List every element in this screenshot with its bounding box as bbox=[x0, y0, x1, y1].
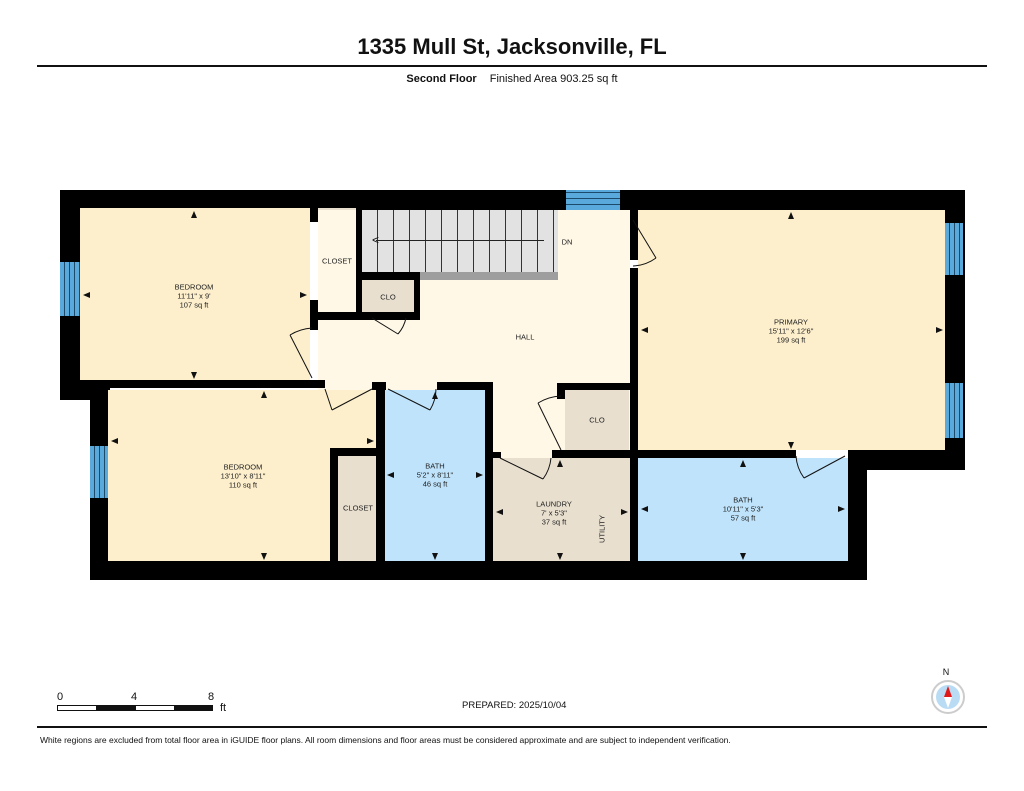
dimension-arrow-right-icon bbox=[300, 292, 307, 298]
dimension-arrow-down-icon bbox=[788, 442, 794, 449]
wall-int bbox=[80, 380, 325, 388]
compass-icon bbox=[931, 680, 965, 714]
label-bedroom-2: BEDROOM 13'10" x 8'11" 110 sq ft bbox=[220, 462, 266, 490]
window bbox=[60, 262, 80, 316]
label-hall: HALL bbox=[515, 332, 535, 342]
label-closet-2: CLOSET bbox=[342, 503, 374, 513]
dimension-arrow-right-icon bbox=[936, 327, 943, 333]
scale-label-4: 4 bbox=[131, 691, 138, 703]
wall-int bbox=[630, 210, 638, 260]
dimension-arrow-down-icon bbox=[740, 553, 746, 560]
dimension-arrow-right-icon bbox=[367, 438, 374, 444]
title-divider bbox=[37, 65, 987, 67]
room-bath-2 bbox=[638, 458, 848, 561]
wall-int bbox=[330, 448, 378, 456]
dimension-arrow-up-icon bbox=[191, 211, 197, 218]
compass-north-label: N bbox=[942, 667, 950, 677]
window bbox=[945, 223, 963, 275]
wall-right-step bbox=[848, 450, 965, 470]
wall-int bbox=[485, 382, 493, 562]
prepared-date: PREPARED: 2025/10/04 bbox=[462, 700, 567, 711]
label-laundry: LAUNDRY 7' x 5'3" 37 sq ft bbox=[536, 499, 572, 527]
wall-int bbox=[493, 452, 501, 458]
wall-int bbox=[376, 382, 385, 562]
floor-name: Second Floor bbox=[406, 73, 477, 85]
label-clo-1: CLO bbox=[380, 292, 396, 302]
room-clo-1 bbox=[362, 280, 414, 316]
stair-direction-line bbox=[376, 240, 544, 241]
wall-int bbox=[557, 383, 565, 399]
dimension-arrow-down-icon bbox=[557, 553, 563, 560]
wall-int bbox=[437, 382, 493, 390]
dimension-arrow-left-icon bbox=[111, 438, 118, 444]
label-primary: PRIMARY 15'11" x 12'6" 199 sq ft bbox=[768, 317, 814, 345]
wall-int bbox=[330, 450, 338, 562]
room-closet-2 bbox=[338, 456, 376, 561]
dimension-arrow-up-icon bbox=[740, 460, 746, 467]
stairs bbox=[362, 210, 558, 272]
dimension-arrow-up-icon bbox=[261, 391, 267, 398]
finished-area: Finished Area 903.25 sq ft bbox=[489, 73, 618, 85]
north-arrow-icon bbox=[944, 686, 952, 708]
dimension-arrow-left-icon bbox=[83, 292, 90, 298]
wall-int bbox=[630, 268, 638, 562]
dimension-arrow-left-icon bbox=[387, 472, 394, 478]
wall-int bbox=[356, 272, 420, 280]
dimension-arrow-left-icon bbox=[641, 506, 648, 512]
scale-label-0: 0 bbox=[57, 691, 64, 703]
room-clo-2 bbox=[565, 390, 629, 452]
stairs-edge bbox=[420, 272, 558, 280]
wall-top bbox=[60, 190, 965, 210]
dimension-arrow-down-icon bbox=[191, 372, 197, 379]
wall-int bbox=[414, 272, 420, 320]
label-closet-1: CLOSET bbox=[321, 256, 353, 266]
room-laundry bbox=[493, 458, 630, 561]
disclaimer: White regions are excluded from total fl… bbox=[40, 735, 731, 745]
wall-int bbox=[310, 312, 420, 320]
label-bath-2: BATH 10'11" x 5'3" 57 sq ft bbox=[722, 495, 764, 523]
label-bedroom-1: BEDROOM 11'11" x 9' 107 sq ft bbox=[174, 282, 214, 310]
dimension-arrow-right-icon bbox=[838, 506, 845, 512]
stair-arrow-left-icon: < bbox=[372, 233, 380, 247]
stairs-label: DN bbox=[561, 237, 573, 247]
wall-int bbox=[557, 383, 638, 390]
window bbox=[90, 446, 108, 498]
footer-divider bbox=[37, 726, 987, 728]
room-bedroom-1 bbox=[80, 208, 310, 382]
page-title: 1335 Mull St, Jacksonville, FL bbox=[357, 34, 667, 59]
room-primary bbox=[638, 210, 945, 450]
dimension-arrow-up-icon bbox=[788, 212, 794, 219]
dimension-arrow-up-icon bbox=[557, 460, 563, 467]
scale-unit: ft bbox=[220, 702, 227, 714]
window bbox=[945, 383, 963, 438]
room-bath-1 bbox=[385, 390, 485, 561]
label-bath-1: BATH 5'2" x 8'11" 46 sq ft bbox=[416, 461, 454, 489]
wall-bath-right bbox=[848, 450, 867, 580]
dimension-arrow-right-icon bbox=[476, 472, 483, 478]
floor-summary: Second Floor Finished Area 903.25 sq ft bbox=[0, 73, 1024, 85]
dimension-arrow-down-icon bbox=[432, 553, 438, 560]
wall-bottom bbox=[90, 561, 867, 580]
dimension-arrow-right-icon bbox=[621, 509, 628, 515]
wall-int bbox=[638, 450, 796, 458]
wall-int bbox=[310, 208, 318, 222]
wall-int bbox=[552, 450, 638, 458]
dimension-arrow-down-icon bbox=[261, 553, 267, 560]
window bbox=[566, 190, 620, 210]
dimension-arrow-left-icon bbox=[496, 509, 503, 515]
scale-label-8: 8 bbox=[208, 691, 215, 703]
wall-int bbox=[356, 208, 362, 320]
dimension-arrow-left-icon bbox=[641, 327, 648, 333]
label-clo-2: CLO bbox=[589, 415, 605, 425]
